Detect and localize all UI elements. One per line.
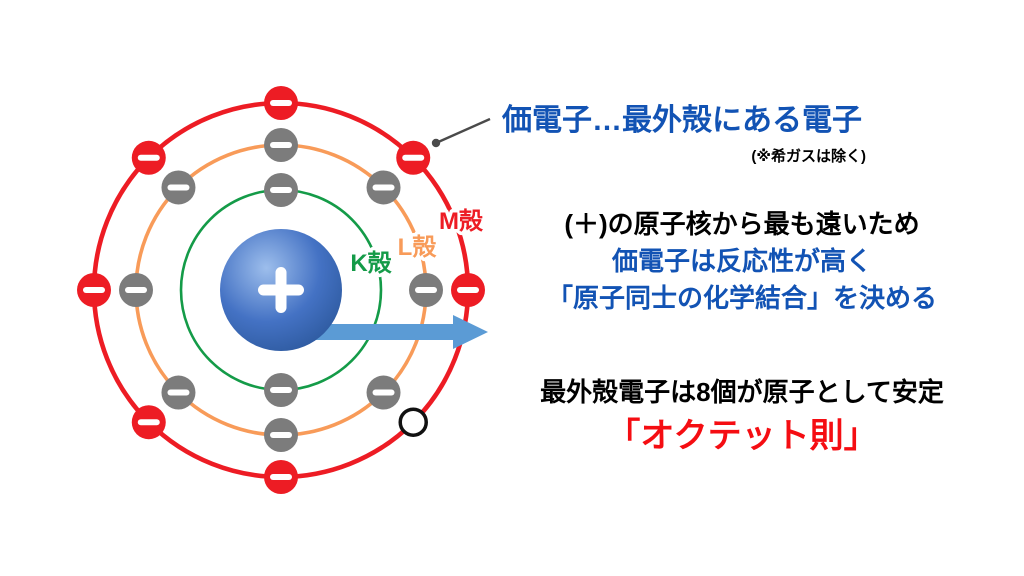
minus-icon	[270, 142, 292, 148]
electron-m-shell	[77, 273, 111, 307]
minus-icon	[270, 387, 292, 393]
electron-m-shell	[451, 273, 485, 307]
minus-icon	[270, 100, 292, 106]
electron-l-shell	[161, 170, 196, 205]
electron-l-shell	[264, 418, 298, 452]
electron-m-shell	[264, 86, 298, 120]
reason-line-2: 価電子は反応性が高く	[611, 246, 872, 276]
pointer-line	[431, 117, 491, 148]
minus-icon	[415, 287, 437, 293]
electron-l-shell	[366, 170, 401, 205]
plus-icon	[258, 267, 304, 313]
electrons	[77, 86, 485, 494]
minus-icon	[372, 184, 395, 191]
minus-icon	[137, 419, 160, 426]
minus-icon	[167, 184, 190, 191]
minus-icon	[167, 389, 190, 396]
electron-l-shell	[119, 273, 153, 307]
electron-m-shell	[131, 405, 166, 440]
minus-icon	[270, 432, 292, 438]
electron-l-shell	[366, 375, 401, 410]
pointer-dot	[431, 138, 441, 148]
noble-gas-exception-note: (※希ガスは除く)	[751, 148, 866, 165]
octet-rule-title: 「オクテット則」	[606, 417, 878, 455]
shell-label-l: L殻	[398, 234, 438, 261]
definition-block: 価電子…最外殻にある電子 (※希ガスは除く)	[502, 95, 866, 166]
minus-icon	[137, 154, 160, 161]
minus-icon	[372, 389, 395, 396]
electron-m-shell	[396, 140, 431, 175]
minus-icon	[125, 287, 147, 293]
minus-icon	[457, 287, 479, 293]
minus-icon	[402, 154, 425, 161]
octet-stability-line: 最外殻電子は8個が原子として安定	[540, 377, 944, 407]
reason-line-3: 「原子同士の化学結合」を決める	[546, 283, 937, 313]
shell-label-k: K殻	[350, 250, 392, 277]
electron-l-shell	[264, 128, 298, 162]
minus-icon	[83, 287, 105, 293]
reason-line-1: (＋)の原子核から最も遠いため	[564, 209, 920, 239]
minus-icon	[270, 187, 292, 193]
arrow-right-icon	[300, 315, 488, 349]
minus-icon	[270, 474, 292, 480]
nucleus	[220, 229, 342, 351]
reactivity-block: (＋)の原子核から最も遠いため 価電子は反応性が高く 「原子同士の化学結合」を決…	[510, 206, 974, 317]
electron-k-shell	[264, 173, 298, 207]
valence-electron-definition: 価電子…最外殻にある電子	[502, 104, 862, 137]
electron-m-shell	[131, 140, 166, 175]
octet-block: 最外殻電子は8個が原子として安定 「オクテット則」	[510, 377, 974, 458]
shell-label-m: M殻	[439, 208, 484, 235]
electron-k-shell	[264, 373, 298, 407]
electron-l-shell	[409, 273, 443, 307]
electron-m-shell	[264, 460, 298, 494]
vacancy-slot	[398, 407, 428, 437]
electron-l-shell	[161, 375, 196, 410]
